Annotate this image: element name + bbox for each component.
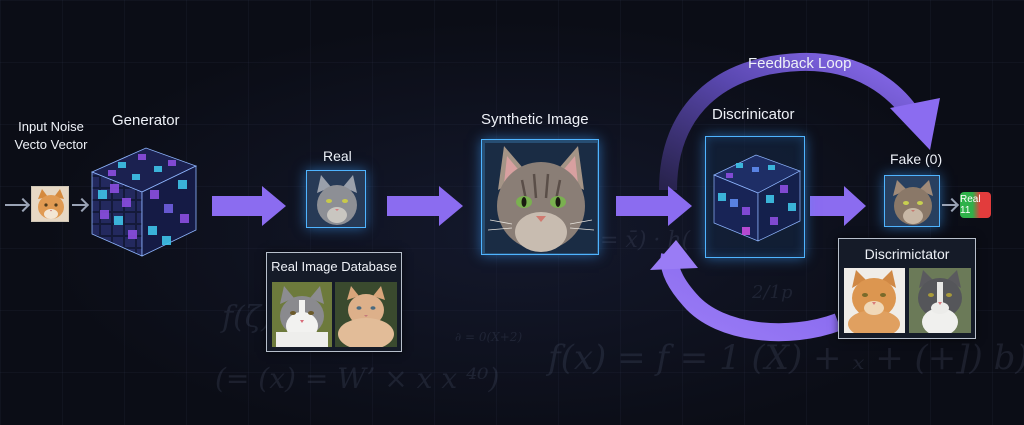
discriminator-panel-title: Discrimictator [864, 246, 950, 262]
white-gray-cat-photo [272, 282, 332, 347]
discriminator-to-fake-arrow [810, 186, 866, 226]
background-formula: f(x) = f = 1 (X) + ₓ + (+]) b) [548, 338, 1024, 378]
fake-label: Fake (0) [890, 151, 943, 167]
background-formula: 2/1p [752, 282, 793, 303]
input-arrow [5, 204, 27, 206]
orange-cat-photo [844, 268, 905, 333]
feedback-loop-label: Feedback Loop [748, 55, 852, 72]
background-formula: ∂ = 0(X+2) [455, 330, 523, 344]
real-to-synthetic-arrow [387, 186, 463, 226]
generator-cube-icon [90, 147, 198, 257]
gray-cat-icon [307, 171, 365, 227]
result-badge: Real 11 [960, 192, 991, 218]
real-image [306, 170, 366, 228]
synthetic-cat-icon [482, 140, 598, 254]
real-image-database-title: Real Image Database [271, 259, 397, 274]
ginger-cat-photo [335, 282, 397, 347]
discriminator-sample-panel: Discrimictator [838, 238, 976, 339]
generator-to-real-arrow [212, 186, 286, 226]
real-label: Real [323, 148, 352, 164]
fake-image [884, 175, 940, 227]
synthetic-image-label: Synthetic Image [481, 111, 589, 128]
background-formula: (= (x) = W’ × x x ⁴⁰) [215, 362, 500, 395]
discriminator-label: Discrinicator [712, 106, 795, 123]
tabby-cat-icon [885, 176, 939, 226]
synthetic-to-discriminator-arrow [616, 186, 692, 226]
real-image-database-panel: Real Image Database [266, 252, 402, 352]
fake-to-result-arrow [942, 204, 956, 206]
synthetic-image [481, 139, 599, 255]
discriminator-cube-icon [713, 154, 801, 242]
input-noise-label: Input Noise Vecto Vector [14, 119, 88, 152]
orange-cat-icon [32, 187, 68, 221]
gray-white-cat-photo [909, 268, 971, 333]
background-formula: f(ζ) [222, 300, 273, 335]
discriminator-frame [705, 136, 805, 258]
noise-to-generator-arrow [72, 204, 86, 206]
input-noise-image [31, 186, 69, 222]
generator-label: Generator [112, 112, 180, 129]
